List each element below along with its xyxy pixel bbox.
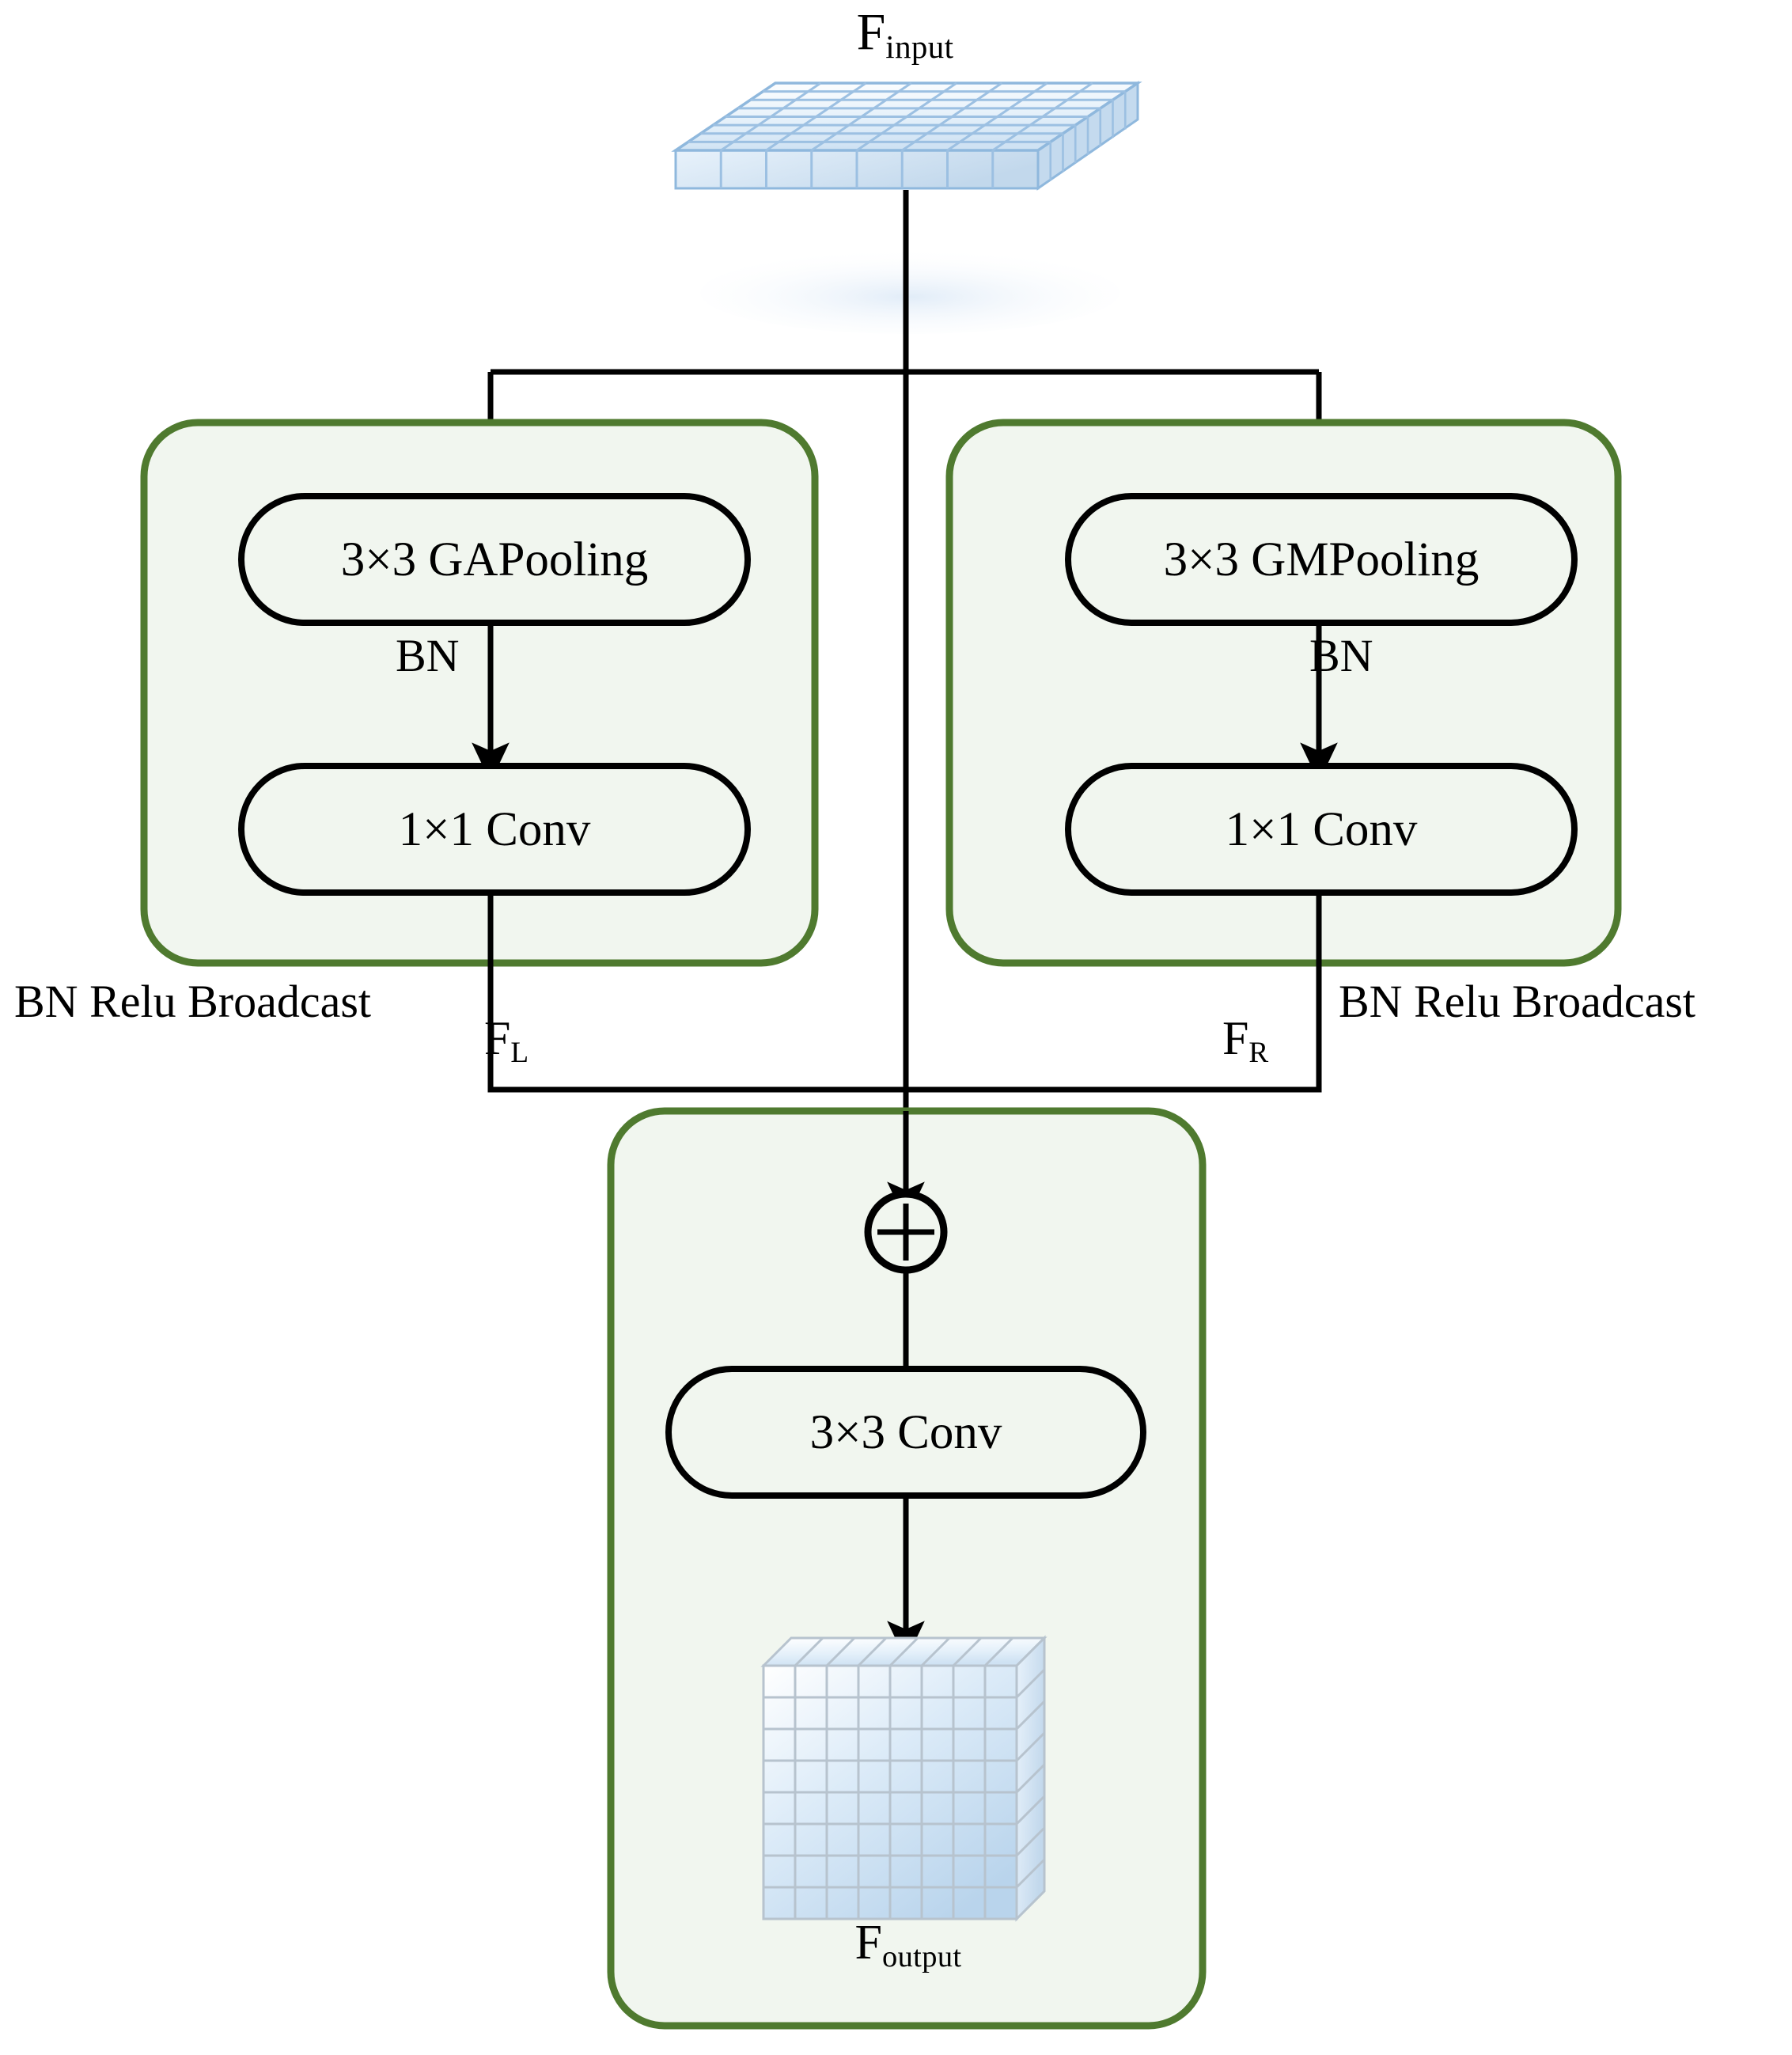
right-branch-output-label-sub: R bbox=[1248, 1036, 1269, 1069]
left-panel-caption: BN Relu Broadcast bbox=[14, 976, 372, 1027]
edge-left-to-sum bbox=[487, 893, 906, 1093]
merge-conv-node-label: 3×3 Conv bbox=[810, 1406, 1002, 1459]
left-bn-edge-label: BN bbox=[396, 630, 460, 681]
right-branch-output-label-main: F bbox=[1222, 1012, 1249, 1064]
output-tensor-label-sub: output bbox=[881, 1939, 962, 1973]
left-conv-node-label: 1×1 Conv bbox=[399, 803, 591, 856]
edge-right-to-sum bbox=[906, 893, 1322, 1093]
output-tensor-label: Foutput bbox=[854, 1916, 962, 1972]
left-conv-node[interactable] bbox=[238, 763, 751, 896]
right-bn-edge-label: BN bbox=[1309, 630, 1373, 681]
output-tensor-label-main: F bbox=[854, 1916, 882, 1970]
right-conv-node-label: 1×1 Conv bbox=[1226, 803, 1418, 856]
gm-pooling-node-label: 3×3 GMPooling bbox=[1164, 533, 1479, 586]
left-branch-output-label: FL bbox=[484, 1012, 529, 1067]
input-tensor-label-sub: input bbox=[885, 28, 954, 65]
output-feature-cube bbox=[760, 1635, 1048, 1922]
input-tensor-label: Finput bbox=[856, 3, 954, 63]
left-branch-output-label-sub: L bbox=[510, 1036, 529, 1069]
right-panel-caption: BN Relu Broadcast bbox=[1339, 976, 1696, 1027]
input-tensor-label-main: F bbox=[856, 3, 886, 61]
input-feature-map-slab bbox=[671, 81, 1142, 334]
ga-pooling-node[interactable] bbox=[238, 493, 751, 626]
left-branch-output-label-main: F bbox=[484, 1012, 511, 1064]
right-branch-output-label: FR bbox=[1222, 1012, 1269, 1067]
sum-operator[interactable] bbox=[864, 1190, 948, 1274]
ga-pooling-node-label: 3×3 GAPooling bbox=[341, 533, 649, 586]
